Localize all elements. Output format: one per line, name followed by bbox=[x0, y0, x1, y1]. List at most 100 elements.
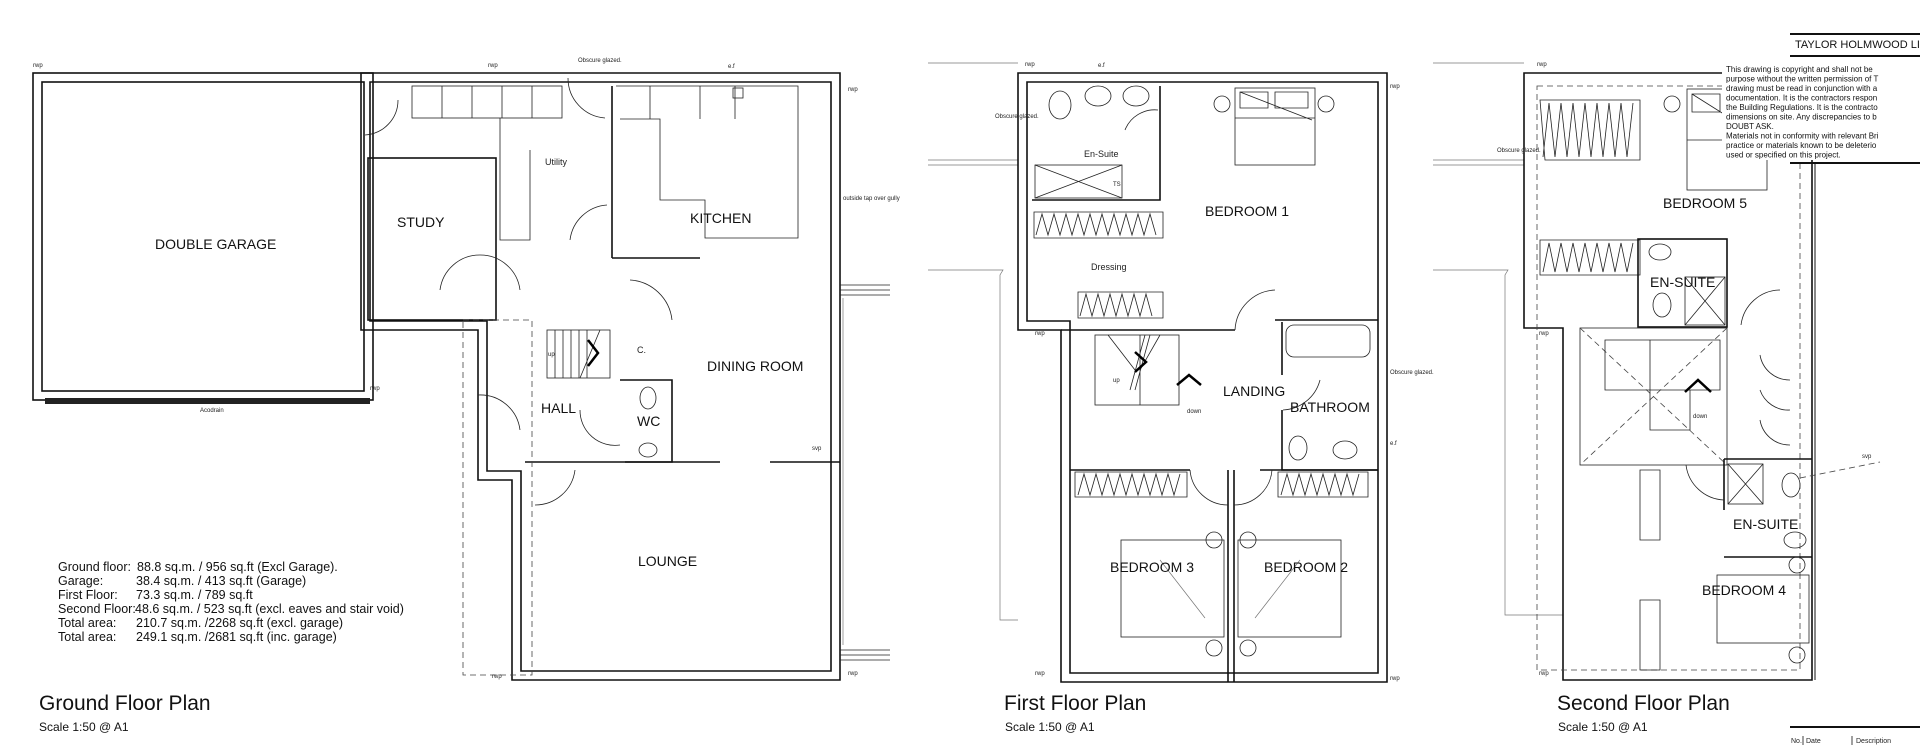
stair-up-label: up bbox=[1113, 378, 1120, 384]
shower-tray bbox=[1034, 164, 1123, 199]
bathroom-door-icon[interactable] bbox=[1282, 379, 1321, 411]
cupboard-door-icons[interactable] bbox=[1740, 289, 1791, 446]
room-label-utility: Utility bbox=[545, 157, 567, 167]
area-label: Ground floor: bbox=[58, 560, 131, 574]
kitchen-units bbox=[649, 86, 736, 119]
room-label-en-suite-lower: EN-SUITE bbox=[1733, 516, 1798, 532]
bedside-lamp-icon bbox=[1205, 531, 1223, 549]
lounge-door-icon[interactable] bbox=[534, 469, 576, 506]
first-floor-title: First Floor Plan bbox=[1004, 692, 1146, 715]
first-floor-plan: TS up down En-Suite BEDR bbox=[928, 62, 1434, 734]
room-label-bedroom-5: BEDROOM 5 bbox=[1663, 195, 1747, 211]
first-floor-scale: Scale 1:50 @ A1 bbox=[1005, 720, 1095, 734]
front-door-icon[interactable] bbox=[477, 394, 521, 431]
stair-down-arrow-icon bbox=[1176, 373, 1202, 386]
stair-void-cross bbox=[1579, 327, 1728, 466]
lower-ensuite-basin-icon bbox=[1783, 531, 1807, 549]
room-label-bedroom-2: BEDROOM 2 bbox=[1264, 559, 1348, 575]
stair bbox=[1604, 339, 1721, 431]
rwp-label: rwp bbox=[1025, 62, 1035, 68]
room-label-study: STUDY bbox=[397, 214, 445, 230]
utility-units bbox=[441, 86, 533, 241]
rwp-label: rwp bbox=[1035, 331, 1045, 337]
dressing-wardrobe bbox=[1077, 291, 1164, 319]
porch-outline bbox=[462, 319, 533, 676]
copyright-note-line: practice or materials known to be delete… bbox=[1726, 141, 1877, 150]
obscure-glazed-note: Obscure glazed. bbox=[995, 114, 1039, 120]
first-outer-wall bbox=[1017, 72, 1388, 683]
copyright-note-line: the Building Regulations. It is the cont… bbox=[1726, 103, 1878, 112]
bed-pillows bbox=[1235, 91, 1315, 121]
eaves-line bbox=[1536, 85, 1801, 671]
bedroom1-door-icon[interactable] bbox=[1234, 289, 1276, 331]
rwp-label: rwp bbox=[370, 386, 380, 392]
obscure-glazed-note: Obscure glazed. bbox=[578, 58, 622, 64]
kitchen-door-icon[interactable] bbox=[569, 204, 608, 241]
copyright-note-line: This drawing is copyright and shall not … bbox=[1726, 65, 1873, 74]
bedroom-door-icons[interactable] bbox=[1189, 469, 1273, 506]
ensuite-door-icon[interactable] bbox=[1685, 464, 1725, 501]
copyright-note-line: documentation. It is the contractors res… bbox=[1726, 94, 1877, 103]
rwp-label: rwp bbox=[1390, 84, 1400, 90]
study-double-door-icon[interactable] bbox=[439, 254, 521, 291]
wc-door-icon[interactable] bbox=[579, 409, 621, 446]
ef-label: e.f bbox=[1098, 63, 1105, 69]
bedside-lamp-icon bbox=[1213, 95, 1231, 113]
bedroom5-wardrobe bbox=[1539, 239, 1641, 276]
copyright-note-line: drawing must be read in conjunction with… bbox=[1726, 84, 1878, 93]
extractor-fan-icon bbox=[732, 87, 744, 99]
room-label-en-suite-upper: EN-SUITE bbox=[1650, 274, 1715, 290]
upper-ensuite-basin-icon bbox=[1648, 243, 1672, 261]
room-label-bedroom-1: BEDROOM 1 bbox=[1205, 203, 1289, 219]
bedside-lamp-icon bbox=[1239, 639, 1257, 657]
outside-tap-note: outside tap over gully bbox=[843, 196, 900, 202]
room-label-bedroom-4: BEDROOM 4 bbox=[1702, 582, 1786, 598]
shower-cross bbox=[1684, 276, 1726, 326]
title-block: TAYLOR HOLMWOOD LI This drawing is copyr… bbox=[1722, 33, 1920, 745]
rwp-label: rwp bbox=[488, 63, 498, 69]
area-value: 88.8 sq.m. / 956 sq.ft (Excl Garage). bbox=[137, 560, 338, 574]
study-walls bbox=[367, 157, 497, 321]
room-label-hall: HALL bbox=[541, 400, 576, 416]
ensuite-door-icon[interactable] bbox=[1124, 109, 1159, 131]
lower-shower-tray bbox=[1727, 463, 1764, 505]
room-label-cupboard: C. bbox=[637, 345, 646, 355]
ensuite-basin-icon bbox=[1122, 85, 1150, 107]
dressing-wardrobe bbox=[1033, 211, 1164, 239]
bedside-lamp-icon bbox=[1239, 531, 1257, 549]
area-label: Garage: bbox=[58, 574, 103, 588]
shower-cross bbox=[1727, 463, 1764, 505]
bedside-lamp-icon bbox=[1205, 639, 1223, 657]
company-name: TAYLOR HOLMWOOD LI bbox=[1795, 39, 1920, 51]
bedside-lamp-icon bbox=[1788, 556, 1806, 574]
utility-door-icon[interactable] bbox=[567, 77, 606, 119]
room-label-double-garage: DOUBLE GARAGE bbox=[155, 236, 276, 252]
area-value: 73.3 sq.m. / 789 sq.ft bbox=[136, 588, 253, 602]
room-label-dressing: Dressing bbox=[1091, 262, 1127, 272]
garage-door-icon[interactable] bbox=[364, 99, 399, 136]
notes-panel bbox=[1722, 62, 1920, 160]
bed-covers bbox=[1159, 559, 1301, 619]
ensuite-toilet-icon bbox=[1048, 90, 1072, 120]
ground-floor-plan: Acodrain up DOUBLE GARAGE STUDY Utility bbox=[32, 58, 900, 734]
stair-direction-arrow-icon bbox=[587, 339, 600, 367]
kitchen-worktop bbox=[616, 85, 799, 239]
lounge-window bbox=[840, 649, 890, 661]
bedside-lamp-icon bbox=[1663, 95, 1681, 113]
second-floor-title: Second Floor Plan bbox=[1557, 692, 1730, 715]
bedside-lamp-icon bbox=[1317, 95, 1335, 113]
dining-door-icon[interactable] bbox=[629, 279, 673, 321]
room-label-dining-room: DINING ROOM bbox=[707, 358, 803, 374]
rwp-label: rwp bbox=[1537, 62, 1547, 68]
area-value: 210.7 sq.m. /2268 sq.ft (excl. garage) bbox=[136, 616, 343, 630]
area-label: First Floor: bbox=[58, 588, 118, 602]
room-label-bedroom-3: BEDROOM 3 bbox=[1110, 559, 1194, 575]
copyright-note-line: Materials not in conformity with relevan… bbox=[1726, 132, 1879, 141]
bedroom4-bed bbox=[1716, 574, 1810, 644]
garage-inner-wall bbox=[41, 81, 365, 392]
acodrain-channel bbox=[45, 398, 370, 404]
revision-header-no: No. bbox=[1791, 738, 1802, 745]
wc-toilet-icon bbox=[639, 386, 657, 410]
copyright-note-line: used or specified on this project. bbox=[1726, 151, 1841, 160]
